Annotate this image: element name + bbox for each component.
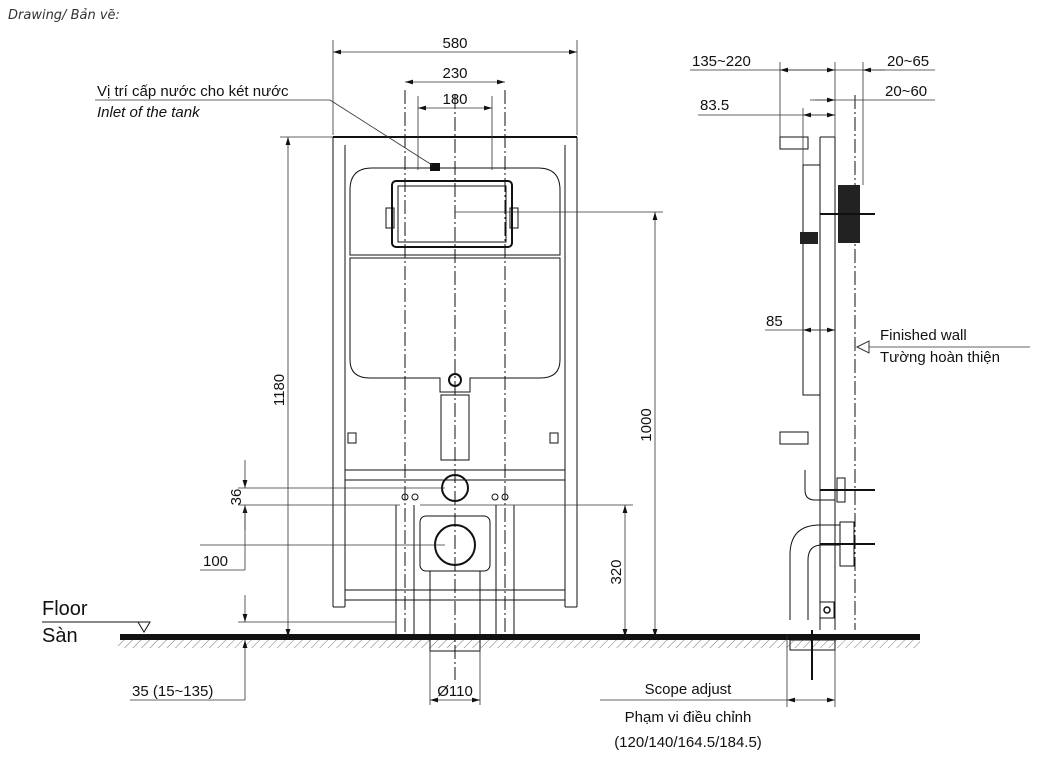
front-view-frame [332, 90, 578, 680]
dim-1180: 1180 [271, 374, 288, 406]
finished-wall-label-vi: Tường hoàn thiện [880, 349, 1000, 366]
dim-1000: 1000 [638, 408, 655, 441]
inlet-label-en: Inlet of the tank [97, 104, 201, 121]
finished-wall-label-en: Finished wall [880, 327, 967, 344]
dim-pipe-diameter: Ø110 [437, 683, 473, 700]
dim-135-220: 135~220 [692, 53, 751, 70]
dim-36: 36 [228, 489, 245, 506]
floor: Floor Sàn [42, 598, 920, 648]
drawing-caption: Drawing/ Bản vẽ: [8, 8, 120, 23]
side-view [779, 95, 875, 680]
floor-label-en: Floor [42, 598, 88, 620]
dim-85: 85 [766, 313, 783, 330]
dim-20-65: 20~65 [887, 53, 929, 70]
front-view-dimensions: 580 230 180 Vị trí cấp nước cho két nước… [95, 35, 663, 705]
dim-100: 100 [203, 553, 228, 570]
dim-20-60: 20~60 [885, 83, 927, 100]
dim-320: 320 [608, 559, 625, 584]
dim-83-5: 83.5 [700, 97, 729, 114]
side-view-dimensions: 135~220 20~65 20~60 83.5 85 Finished wal… [600, 53, 1030, 751]
dim-180: 180 [442, 91, 467, 108]
dim-35: 35 (15~135) [132, 683, 213, 700]
scope-adjust-values: (120/140/164.5/184.5) [614, 734, 762, 751]
dim-580: 580 [442, 35, 467, 52]
scope-adjust-label-en: Scope adjust [645, 681, 733, 698]
inlet-label-vi: Vị trí cấp nước cho két nước [97, 83, 289, 100]
floor-label-vi: Sàn [42, 625, 78, 647]
dim-230: 230 [442, 65, 467, 82]
scope-adjust-label-vi: Phạm vi điều chỉnh [625, 709, 752, 726]
